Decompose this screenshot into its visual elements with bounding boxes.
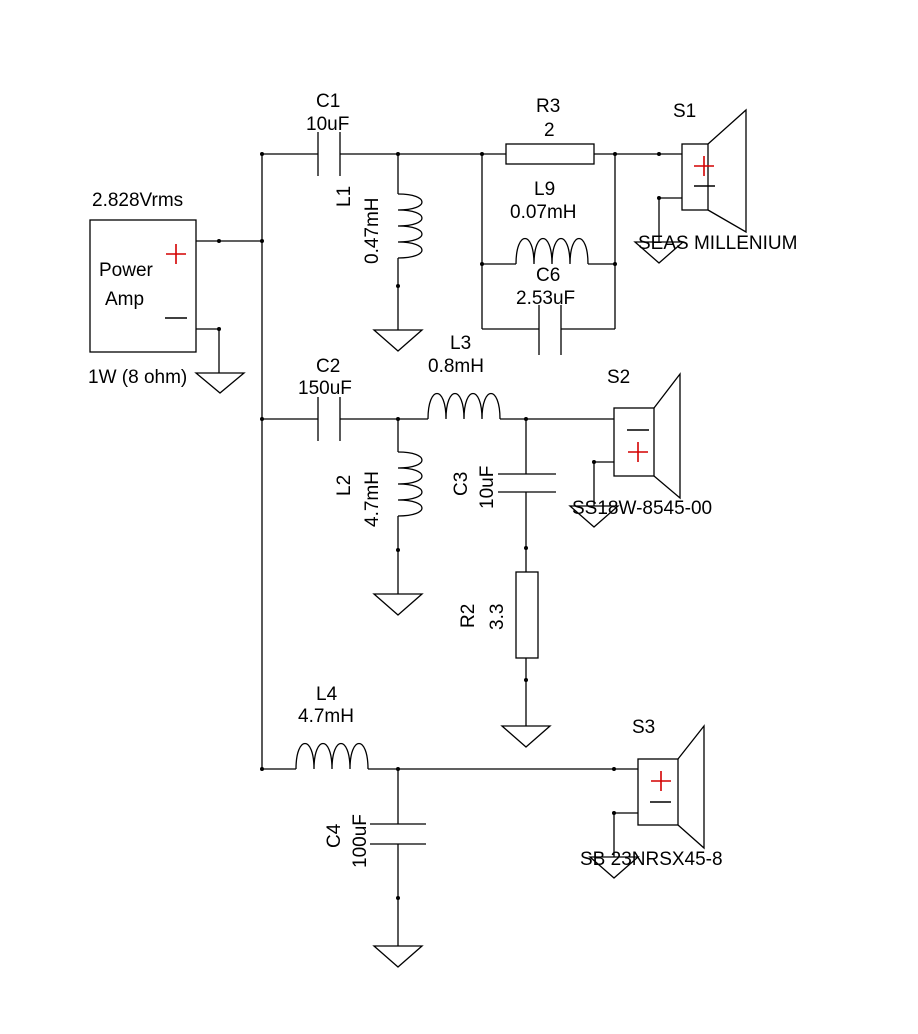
midrange-branch: C2 150uF L3 0.8mH L2 4.7mH C3 10uF R2 — [262, 333, 614, 748]
ground-symbol-icon — [372, 945, 424, 968]
c3-value: 10uF — [477, 466, 498, 509]
ground-symbol-icon — [500, 725, 552, 748]
c6-name: C6 — [536, 265, 560, 286]
power-amp-label-line1: Power — [99, 260, 154, 281]
l4-name: L4 — [316, 684, 338, 705]
woofer-branch: L4 4.7mH C4 100uF — [262, 684, 638, 968]
s1-model: SEAS MILLENIUM — [638, 233, 797, 254]
speaker-s3: S3 SB 23NRSX45-8 — [580, 717, 723, 879]
s3-model: SB 23NRSX45-8 — [580, 849, 723, 870]
r2-name: R2 — [458, 604, 479, 628]
capacitor-c2-icon — [317, 397, 341, 441]
resistor-r3-icon — [505, 143, 595, 165]
s3-magnet — [637, 758, 679, 826]
capacitor-c1-icon — [317, 132, 341, 176]
resistor-r2-icon — [515, 571, 539, 659]
source-wiring — [194, 152, 264, 771]
ground-symbol-icon — [194, 372, 246, 394]
l9-value: 0.07mH — [510, 202, 577, 223]
ground-symbol-icon — [372, 329, 424, 352]
s2-model: SS18W-8545-00 — [572, 498, 712, 519]
s2-plus-icon — [628, 442, 648, 462]
power-amp-label-line2: Amp — [105, 289, 144, 310]
inductor-l4-icon — [295, 742, 369, 770]
s3-plus-icon — [651, 771, 671, 791]
l3-value: 0.8mH — [428, 356, 484, 377]
l4-value: 4.7mH — [298, 706, 354, 727]
s3-name: S3 — [632, 717, 655, 738]
power-amp-source: 2.828Vrms Power Amp 1W (8 ohm) — [88, 190, 197, 388]
source-power-label: 1W (8 ohm) — [88, 367, 187, 388]
c2-value: 150uF — [298, 378, 352, 399]
c1-value: 10uF — [306, 114, 349, 135]
speaker-s2: S2 SS18W-8545-00 — [568, 367, 712, 528]
c4-value: 100uF — [350, 814, 371, 868]
r3-value: 2 — [544, 120, 555, 141]
ground-symbol-icon — [372, 593, 424, 616]
s2-cone-icon — [653, 372, 681, 500]
source-voltage-label: 2.828Vrms — [92, 190, 183, 211]
s2-magnet — [613, 407, 655, 477]
l1-name: L1 — [334, 186, 355, 207]
c4-name: C4 — [324, 823, 345, 848]
ground-symbol-icon — [588, 856, 640, 879]
capacitor-c3-icon — [498, 473, 556, 493]
l1-value: 0.47mH — [362, 197, 383, 264]
inductor-l3-icon — [427, 392, 501, 420]
l9-name: L9 — [534, 179, 555, 200]
speaker-s1: S1 SEAS MILLENIUM — [633, 101, 797, 264]
l2-value: 4.7mH — [362, 471, 383, 527]
ground-symbol-icon — [568, 505, 620, 528]
s1-plus-icon — [694, 156, 714, 176]
tweeter-branch: C1 10uF L1 0.47mH R3 2 L9 0.07mH — [262, 91, 682, 355]
r2-value: 3.3 — [487, 604, 508, 630]
capacitor-c4-icon — [370, 823, 426, 845]
power-amp-box — [89, 219, 197, 353]
ground-symbol-icon — [633, 241, 685, 264]
inductor-l2-icon — [397, 451, 423, 517]
s1-name: S1 — [673, 101, 696, 122]
capacitor-c6-icon — [538, 305, 562, 355]
c3-name: C3 — [451, 472, 472, 496]
r3-name: R3 — [536, 96, 560, 117]
c1-name: C1 — [316, 91, 340, 112]
l3-name: L3 — [450, 333, 471, 354]
inductor-l9-icon — [515, 237, 589, 265]
c2-name: C2 — [316, 356, 340, 377]
s1-cone-icon — [707, 108, 747, 234]
c6-value: 2.53uF — [516, 288, 575, 309]
s2-name: S2 — [607, 367, 630, 388]
l2-name: L2 — [334, 475, 355, 496]
source-plus-icon — [166, 244, 186, 264]
inductor-l1-icon — [397, 193, 423, 259]
s1-magnet — [681, 143, 709, 211]
s3-cone-icon — [677, 724, 705, 850]
